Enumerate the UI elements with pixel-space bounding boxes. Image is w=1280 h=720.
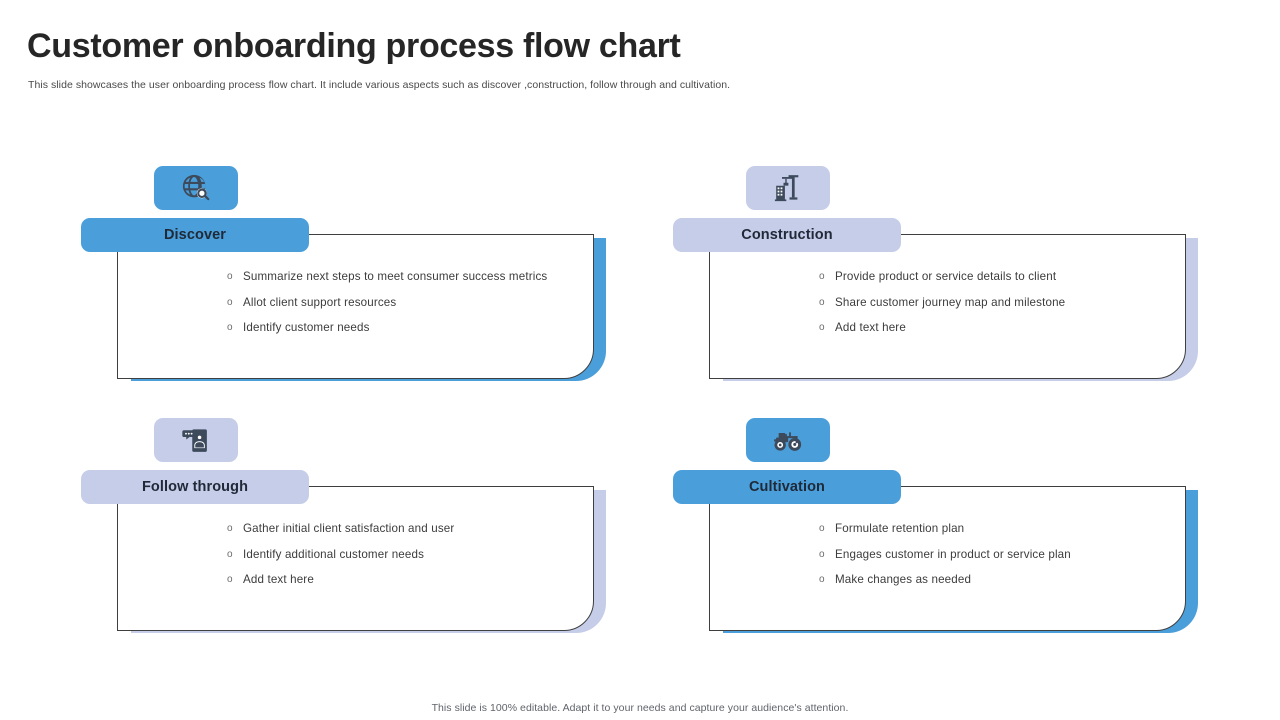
bullet-item: o Make changes as needed xyxy=(819,573,1186,586)
bullet-marker-icon: o xyxy=(227,523,233,534)
slide-footer-note: This slide is 100% editable. Adapt it to… xyxy=(431,702,849,714)
card-icon-tile xyxy=(746,166,830,210)
page-title: Customer onboarding process flow chart xyxy=(27,27,681,65)
bullet-item: o Summarize next steps to meet consumer s… xyxy=(227,270,594,283)
bullet-text: Summarize next steps to meet consumer su… xyxy=(243,270,548,283)
globe-search-icon xyxy=(181,173,211,203)
bullet-marker-icon: o xyxy=(819,296,825,308)
bullet-text: Gather initial client satisfaction and u… xyxy=(243,522,455,535)
bullet-marker-icon: o xyxy=(819,523,825,534)
bullet-marker-icon: o xyxy=(227,296,233,308)
process-card: Follow through o Gather initial client sat… xyxy=(81,418,606,633)
bullet-marker-icon: o xyxy=(227,548,233,560)
card-icon-tile xyxy=(154,418,238,462)
bullet-text: Formulate retention plan xyxy=(835,522,965,535)
card-icon-tile xyxy=(746,418,830,462)
customer-feedback-icon xyxy=(181,425,211,455)
card-bullet-list: o Summarize next steps to meet consumer s… xyxy=(117,234,594,379)
card-title: Discover xyxy=(163,227,227,243)
bullet-text: Provide product or service details to cl… xyxy=(835,270,1057,283)
bullet-marker-icon: o xyxy=(227,574,233,585)
card-body xyxy=(709,486,1186,631)
bullet-text: Engages customer in product or service p… xyxy=(835,547,1071,561)
bullet-item: o Engages customer in product or service … xyxy=(819,548,1186,561)
card-header[interactable]: Follow through xyxy=(81,470,309,504)
bullet-item: o Add text here xyxy=(227,573,594,586)
bullet-marker-icon: o xyxy=(819,271,825,282)
card-icon-tile xyxy=(154,166,238,210)
bullet-text: Add text here xyxy=(243,573,314,586)
tractor-icon xyxy=(772,425,804,455)
bullet-text: Identify customer needs xyxy=(243,321,370,334)
card-header[interactable]: Cultivation xyxy=(673,470,901,504)
bullet-marker-icon: o xyxy=(819,574,825,585)
card-title: Cultivation xyxy=(748,479,825,495)
page-subtitle: This slide showcases the user onboarding… xyxy=(28,79,731,91)
card-body xyxy=(709,234,1186,379)
card-bullet-list: o Gather initial client satisfaction and … xyxy=(117,486,594,631)
bullet-item: o Formulate retention plan xyxy=(819,522,1186,535)
bullet-marker-icon: o xyxy=(819,548,825,560)
card-body xyxy=(117,234,594,379)
bullet-item: o Allot client support resources xyxy=(227,296,594,309)
card-header[interactable]: Construction xyxy=(673,218,901,252)
bullet-marker-icon: o xyxy=(227,322,233,333)
bullet-item: o Provide product or service details to c… xyxy=(819,270,1186,283)
bullet-text: Share customer journey map and milestone xyxy=(835,295,1066,309)
bullet-item: o Share customer journey map and mileston… xyxy=(819,296,1186,309)
bullet-text: Add text here xyxy=(835,321,906,334)
bullet-text: Allot client support resources xyxy=(243,295,397,309)
card-header[interactable]: Discover xyxy=(81,218,309,252)
bullet-text: Identify additional customer needs xyxy=(243,547,425,561)
card-bullet-list: o Provide product or service details to c… xyxy=(709,234,1186,379)
bullet-text: Make changes as needed xyxy=(835,573,972,586)
bullet-marker-icon: o xyxy=(227,271,233,282)
bullet-item: o Identify additional customer needs xyxy=(227,548,594,561)
card-title: Construction xyxy=(741,227,833,243)
bullet-marker-icon: o xyxy=(819,322,825,333)
process-card: Discover o Summarize next steps to meet co… xyxy=(81,166,606,381)
construction-crane-icon xyxy=(773,173,803,203)
bullet-item: o Gather initial client satisfaction and … xyxy=(227,522,594,535)
card-body xyxy=(117,486,594,631)
bullet-item: o Identify customer needs xyxy=(227,321,594,334)
card-title: Follow through xyxy=(141,479,249,495)
bullet-item: o Add text here xyxy=(819,321,1186,334)
process-card: Construction o Provide product or service … xyxy=(673,166,1198,381)
